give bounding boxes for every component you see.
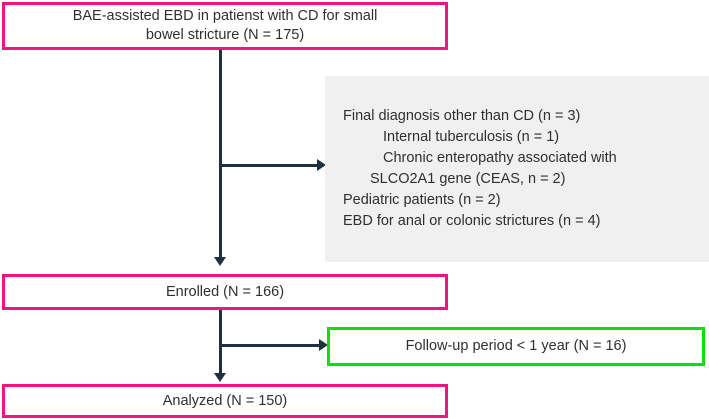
- node-followup-excluded: Follow-up period < 1 year (N = 16): [327, 327, 705, 366]
- exclusion-line-1: Final diagnosis other than CD (n = 3): [343, 107, 581, 124]
- panel-exclusion-reasons: Final diagnosis other than CD (n = 3) In…: [325, 76, 709, 262]
- node-followup-label: Follow-up period < 1 year (N = 16): [405, 338, 627, 355]
- node-analyzed: Analyzed (N = 150): [2, 384, 448, 418]
- node-enrolled-label: Enrolled (N = 166): [165, 283, 285, 300]
- node-enrolled: Enrolled (N = 166): [2, 274, 448, 310]
- connector-branch-to-followup: [219, 344, 321, 347]
- exclusion-line-5: Pediatric patients (n = 2): [343, 192, 501, 209]
- node-source-population: BAE-assisted EBD in patienst with CD for…: [2, 2, 448, 50]
- connector-branch-to-exclusions: [219, 164, 319, 167]
- exclusion-line-4: SLCO2A1 gene (CEAS, n = 2): [370, 171, 566, 187]
- exclusion-line-6: EBD for anal or colonic strictures (n = …: [343, 213, 601, 230]
- node-source-line2: bowel stricture (N = 175): [145, 27, 305, 43]
- arrow-down-to-analyzed: [214, 373, 226, 382]
- connector-spine-lower: [219, 310, 222, 374]
- exclusion-line-2: Internal tuberculosis (n = 1): [383, 128, 560, 145]
- node-source-text: BAE-assisted EBD in patienst with CD for…: [73, 7, 378, 44]
- connector-spine-upper: [219, 50, 222, 258]
- arrow-right-to-exclusions: [317, 159, 326, 171]
- node-source-line1: BAE-assisted EBD in patienst with CD for…: [72, 8, 378, 25]
- arrow-right-to-followup: [319, 339, 328, 351]
- node-analyzed-label: Analyzed (N = 150): [162, 392, 288, 409]
- arrow-down-to-enrolled: [214, 257, 226, 266]
- exclusion-line-3: Chronic enteropathy associated with: [383, 149, 617, 166]
